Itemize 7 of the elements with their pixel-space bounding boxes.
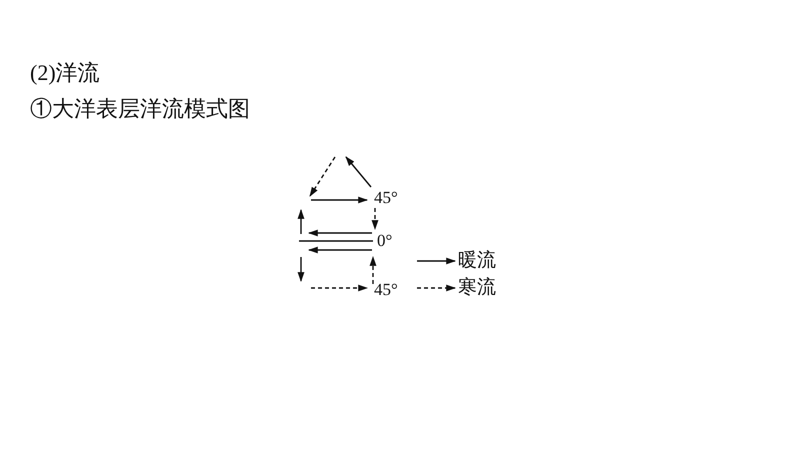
subheading: ①大洋表层洋流模式图 [30,98,250,120]
latitude-label: 0° [377,232,392,249]
legend-text: 暖流 [458,251,496,270]
legend-text: 寒流 [458,278,496,297]
latitude-label: 45° [374,189,398,206]
heading: (2)洋流 [30,62,100,84]
latitude-label: 45° [374,281,398,298]
